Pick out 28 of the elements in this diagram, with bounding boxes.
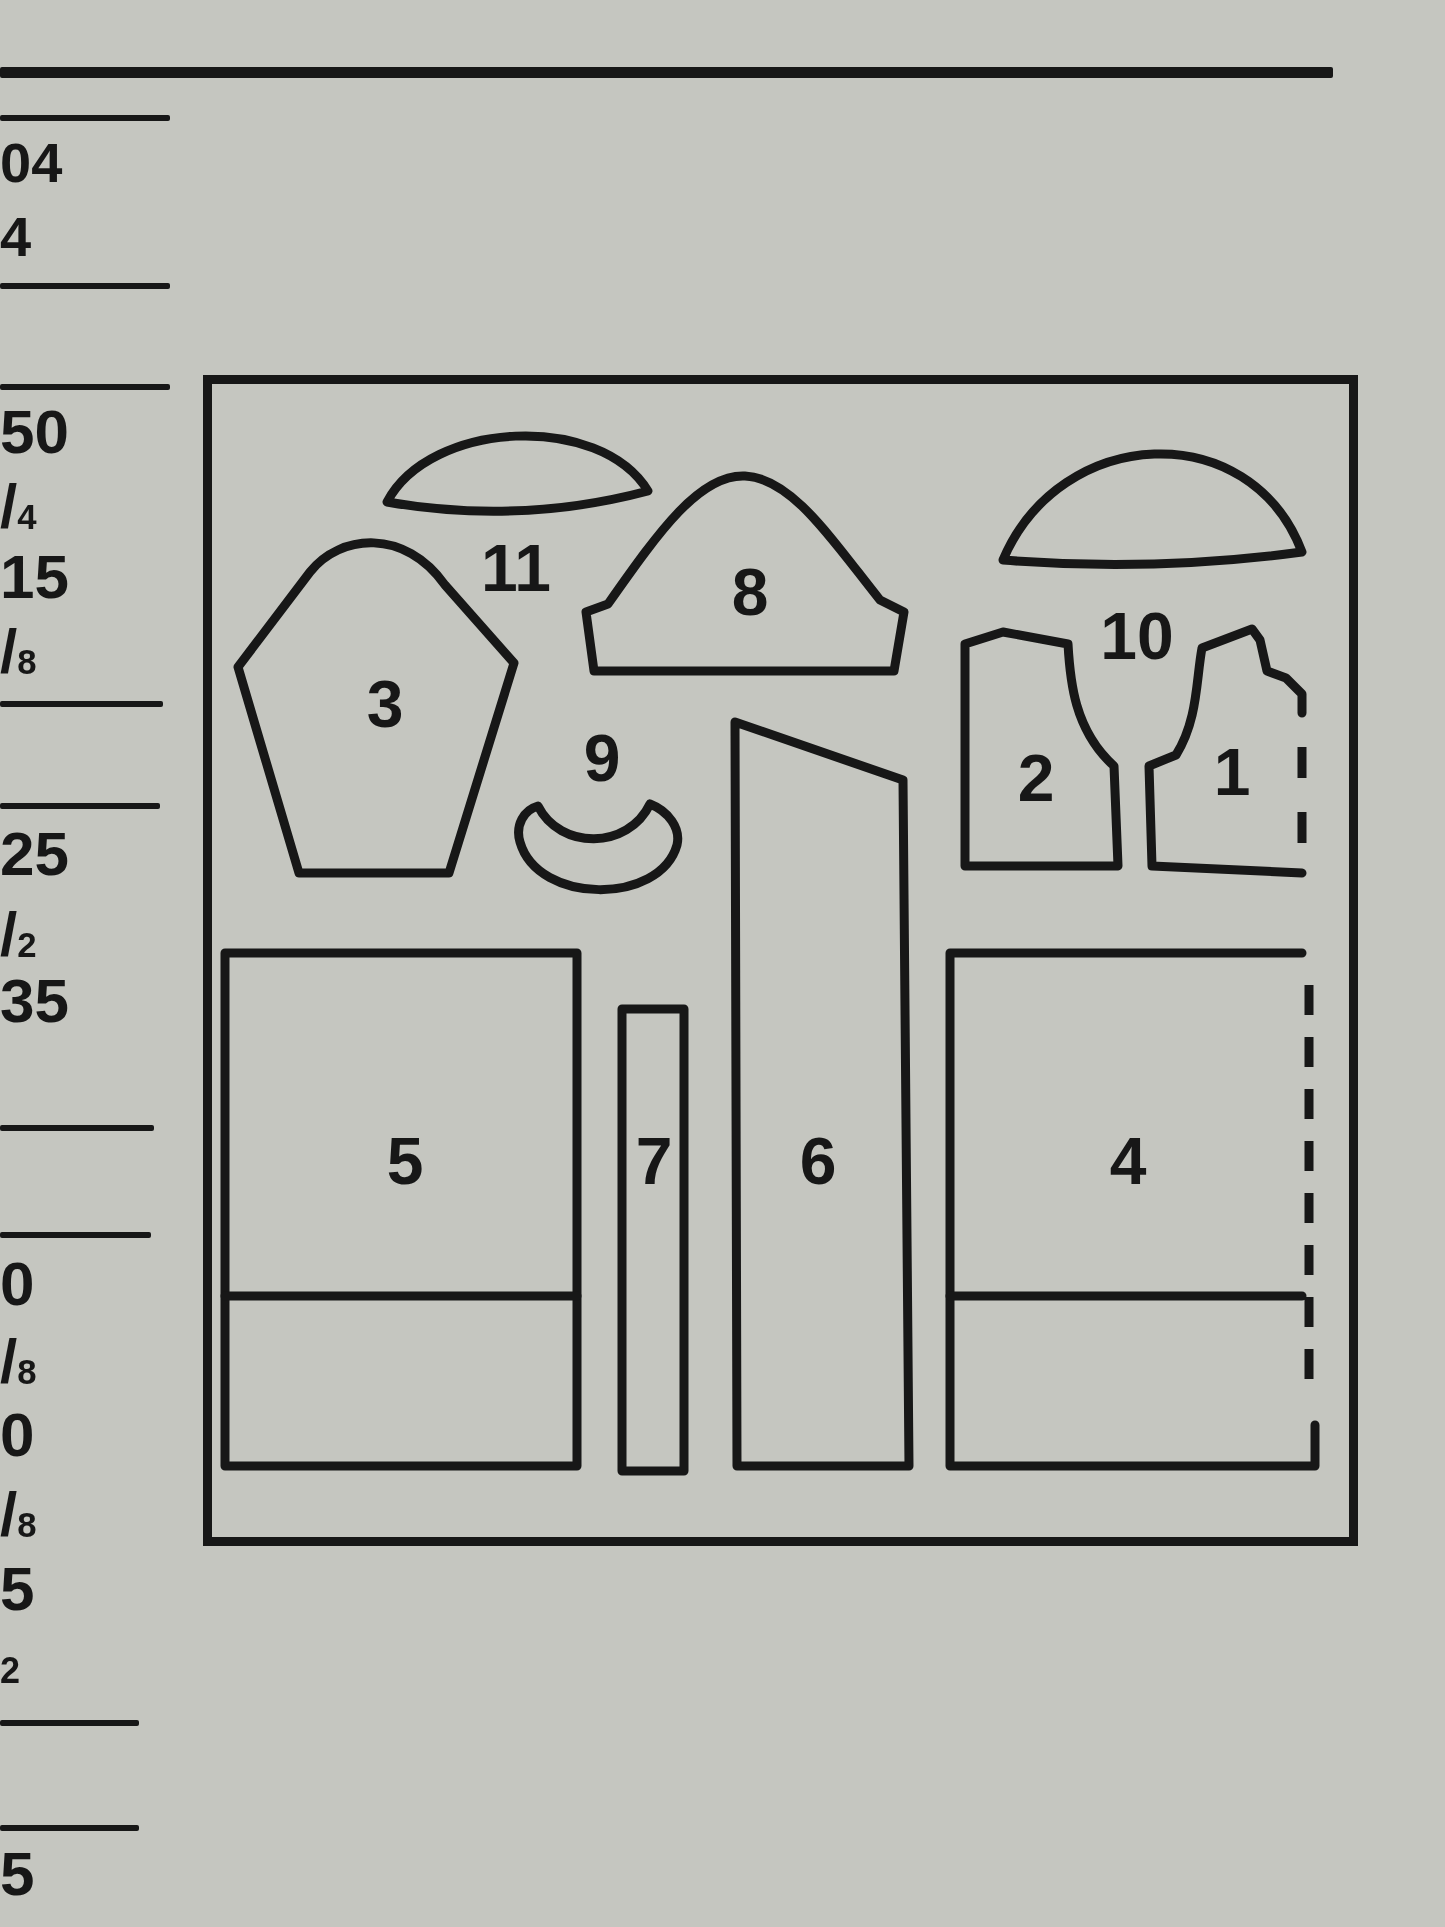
layout-frame xyxy=(203,375,1358,1546)
measurement-number: 2 xyxy=(0,1653,21,1689)
piece-number: 3 xyxy=(366,671,404,737)
measurement-number: 0 xyxy=(0,1404,35,1466)
piece-number: 10 xyxy=(1100,603,1174,669)
piece-number: 1 xyxy=(1213,739,1251,805)
pattern-piece xyxy=(580,470,910,677)
piece-number: 4 xyxy=(1109,1128,1147,1194)
measurement-number: 50 xyxy=(0,401,69,463)
pattern-piece xyxy=(219,947,583,1472)
pattern-piece xyxy=(616,1003,690,1477)
measurement-number: 04 xyxy=(0,135,63,191)
measurement-number: 5 xyxy=(0,1843,35,1905)
pattern-piece xyxy=(944,947,1321,1472)
piece-number: 5 xyxy=(386,1128,424,1194)
measurement-number: 5 xyxy=(0,1558,35,1620)
measurement-number: 25 xyxy=(0,823,69,885)
piece-number: 7 xyxy=(635,1128,673,1194)
measurement-number: 15 xyxy=(0,546,69,608)
measurement-number: 35 xyxy=(0,970,69,1032)
piece-number: 8 xyxy=(731,559,769,625)
measurement-number: 4 xyxy=(0,209,32,265)
piece-number: 6 xyxy=(799,1128,837,1194)
piece-number: 2 xyxy=(1017,745,1055,811)
piece-number: 9 xyxy=(583,725,621,791)
pattern-piece xyxy=(729,716,915,1472)
piece-number: 11 xyxy=(481,535,551,601)
measurement-number: 0 xyxy=(0,1253,35,1315)
